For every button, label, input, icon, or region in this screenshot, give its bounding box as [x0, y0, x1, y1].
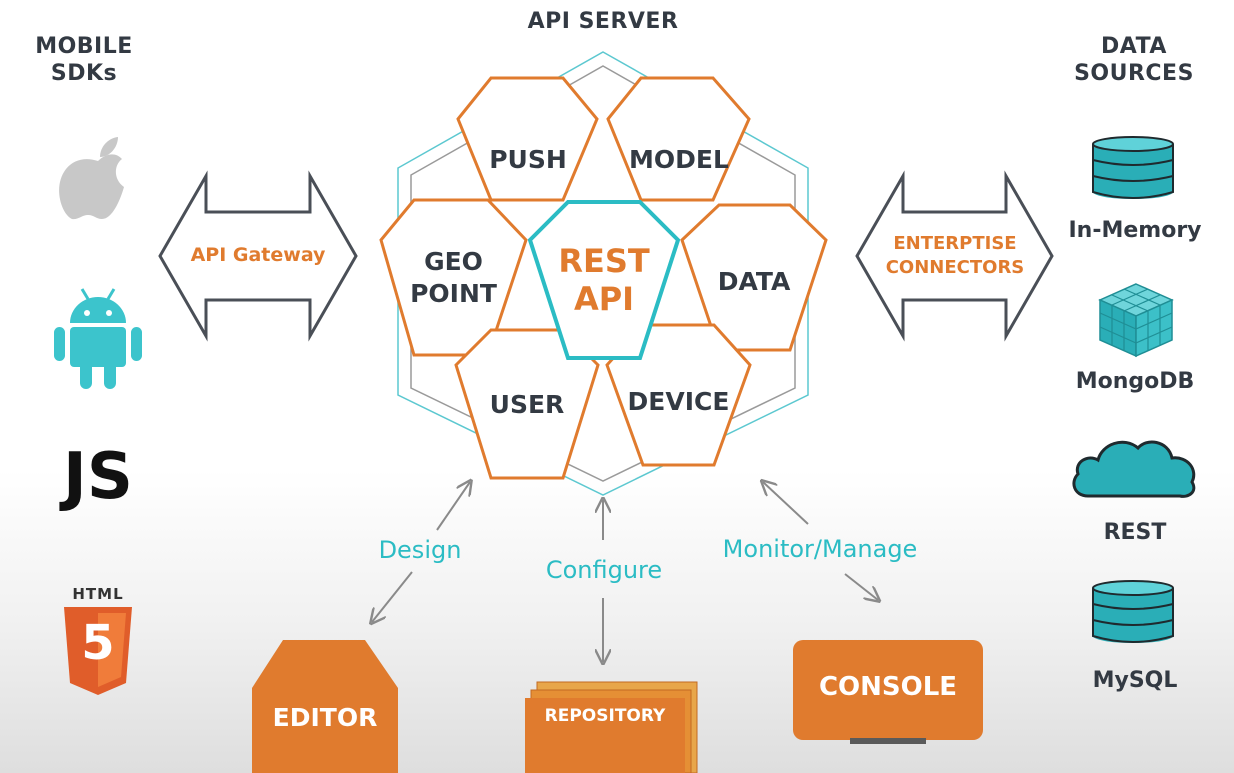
- hex-geo-point: [379, 198, 528, 357]
- repository-label: REPOSITORY: [544, 706, 666, 726]
- enterprise-connectors-arrow: [855, 170, 1054, 342]
- html5-digit: 5: [81, 615, 115, 671]
- mysql-label: MySQL: [1092, 668, 1178, 693]
- hex-push-label: PUSH: [489, 145, 567, 174]
- html5-icon: HTML 5: [62, 585, 134, 697]
- design-arrow-up: [436, 482, 470, 531]
- hex-device-label: DEVICE: [627, 387, 730, 416]
- apple-icon: [59, 137, 124, 220]
- data-sources-title: DATA SOURCES: [1074, 34, 1194, 86]
- enterprise-connectors-label: ENTERPTISE CONNECTORS: [885, 233, 1025, 278]
- design-arrow-down: [372, 571, 413, 622]
- editor-label: EDITOR: [272, 703, 378, 732]
- console-stand: [850, 738, 926, 744]
- database-icon-mysql: [1092, 580, 1174, 643]
- hex-user: [454, 328, 600, 480]
- api-server-title: API SERVER: [527, 9, 679, 34]
- rest-label: REST: [1103, 520, 1167, 545]
- mobile-sdks-title: MOBILE SDKs: [35, 34, 133, 86]
- hex-user-label: USER: [489, 390, 565, 419]
- android-icon: [54, 288, 142, 389]
- api-gateway-label: API Gateway: [190, 244, 326, 266]
- design-label: Design: [378, 536, 462, 564]
- api-gateway-arrow: [158, 170, 358, 342]
- monitor-manage-label: Monitor/Manage: [722, 535, 918, 563]
- repository-front-sheet: [525, 698, 685, 773]
- server-outline-gray: [410, 65, 796, 482]
- hex-model: [606, 76, 751, 202]
- console-label: CONSOLE: [818, 672, 958, 702]
- in-memory-label: In-Memory: [1068, 218, 1202, 243]
- js-logo: JS: [63, 440, 133, 514]
- hex-rest-api: [527, 200, 681, 360]
- hex-rest-api-label: REST API: [558, 242, 650, 318]
- hex-push: [456, 76, 599, 202]
- monitor-arrow-down: [844, 573, 878, 600]
- hex-model-label: MODEL: [629, 145, 729, 174]
- console-shape: [793, 640, 983, 740]
- hex-geo-point-label: GEO POINT: [410, 247, 497, 308]
- cloud-icon: [1072, 440, 1196, 498]
- server-outline-teal: [397, 51, 809, 496]
- database-icon: [1092, 136, 1174, 199]
- html5-text: HTML: [72, 585, 124, 603]
- configure-label: Configure: [545, 556, 663, 584]
- hex-data-label: DATA: [717, 267, 791, 296]
- editor-shape: [252, 640, 398, 773]
- cube-grid-icon: [1098, 283, 1174, 358]
- monitor-arrow-up: [763, 482, 809, 525]
- mongodb-label: MongoDB: [1075, 369, 1195, 394]
